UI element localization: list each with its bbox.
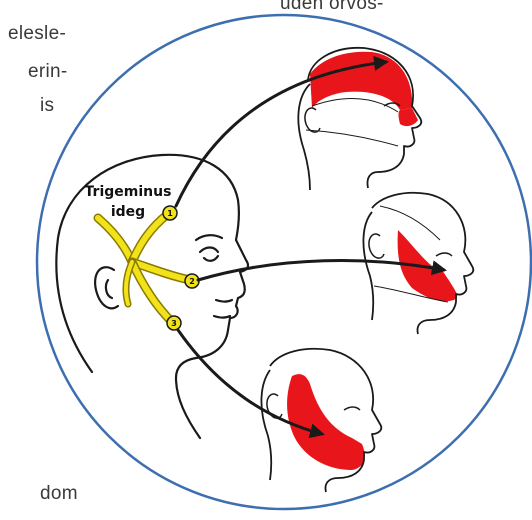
nerve-label-line-1: Trigeminus — [85, 184, 172, 200]
branch-marker-1: 1 — [163, 206, 177, 220]
branch-number-1: 1 — [167, 209, 173, 218]
branch-marker-3: 3 — [167, 316, 181, 330]
branch-number-2: 2 — [189, 277, 195, 286]
branch-number-3: 3 — [171, 319, 177, 328]
nerve-label-line-2: ideg — [111, 204, 145, 220]
